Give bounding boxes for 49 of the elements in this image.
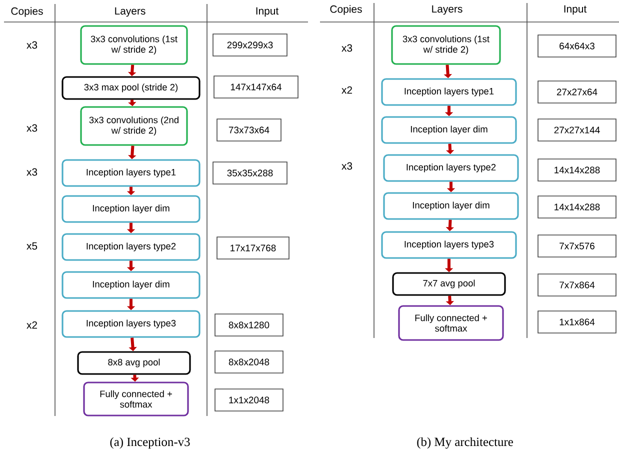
layer-box: Inception layer dim bbox=[381, 116, 517, 144]
size-box: 7x7x864 bbox=[538, 274, 616, 296]
layer-box: Inception layers type2 bbox=[383, 154, 519, 182]
layer-box: Inception layers type1 bbox=[381, 78, 517, 106]
size-box: 1x1x864 bbox=[538, 310, 616, 334]
copies-label: x3 bbox=[26, 124, 38, 132]
size-box: 27x27x144 bbox=[538, 118, 616, 142]
layer-box: Inception layers type1 bbox=[62, 159, 200, 187]
layer-box: Inception layer dim bbox=[62, 271, 200, 299]
layer-box: Fully connected + softmax bbox=[83, 382, 189, 416]
copies-label: x3 bbox=[26, 168, 38, 176]
size-box: 299x299x3 bbox=[212, 34, 288, 56]
size-box: 147x147x64 bbox=[214, 76, 298, 98]
layer-box: Inception layers type3 bbox=[381, 231, 517, 259]
size-box: 1x1x2048 bbox=[214, 388, 284, 412]
layer-box: Fully connected + softmax bbox=[398, 305, 504, 341]
size-box: 8x8x1280 bbox=[214, 314, 284, 336]
size-box: 14x14x288 bbox=[538, 158, 616, 182]
column-header: Input bbox=[256, 7, 279, 17]
layer-box: 3x3 convolutions (1st w/ stride 2) bbox=[80, 25, 188, 65]
layer-box: 3x3 convolutions (2nd w/ stride 2) bbox=[80, 106, 188, 146]
column-header: Copies bbox=[330, 5, 362, 15]
copies-label: x5 bbox=[26, 242, 38, 250]
copies-label: x3 bbox=[26, 41, 38, 49]
layer-box: Inception layers type3 bbox=[62, 310, 200, 338]
layer-box: 8x8 avg pool bbox=[77, 351, 191, 375]
size-box: 64x64x3 bbox=[538, 34, 616, 58]
layer-box: 3x3 max pool (stride 2) bbox=[62, 76, 200, 100]
size-box: 14x14x288 bbox=[538, 196, 616, 218]
layer-box: Inception layer dim bbox=[62, 195, 200, 223]
column-header: Input bbox=[564, 5, 587, 15]
copies-label: x3 bbox=[342, 44, 352, 52]
size-box: 17x17x768 bbox=[216, 236, 290, 260]
layer-box: Inception layer dim bbox=[383, 192, 519, 220]
size-box: 8x8x2048 bbox=[214, 350, 284, 374]
layer-box: Inception layers type2 bbox=[62, 233, 200, 261]
layer-box: 7x7 avg pool bbox=[392, 272, 506, 296]
copies-label: x2 bbox=[26, 321, 37, 329]
caption: (b) My architecture bbox=[417, 437, 513, 449]
size-box: 27x27x64 bbox=[538, 80, 616, 104]
copies-label: x3 bbox=[342, 162, 352, 170]
column-header: Layers bbox=[432, 5, 462, 15]
caption: (a) Inception-v3 bbox=[110, 437, 190, 449]
size-box: 73x73x64 bbox=[216, 118, 282, 142]
copies-label: x2 bbox=[342, 86, 352, 94]
column-header: Copies bbox=[11, 7, 43, 17]
size-box: 35x35x288 bbox=[212, 162, 288, 184]
layer-box: 3x3 convolutions (1st w/ stride 2) bbox=[391, 25, 501, 65]
size-box: 7x7x576 bbox=[538, 234, 616, 258]
